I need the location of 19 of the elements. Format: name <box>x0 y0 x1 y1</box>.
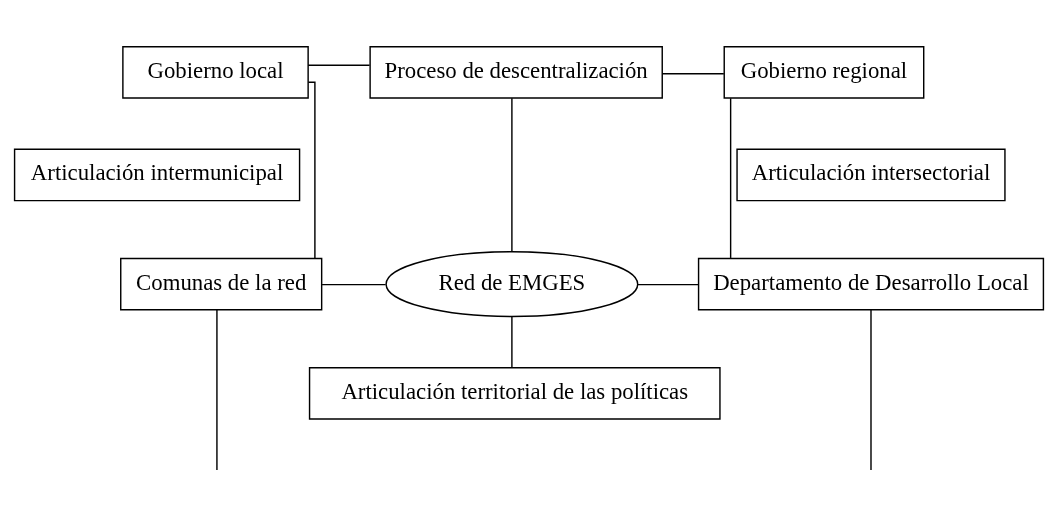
node-box: Comunas de la red <box>120 257 323 310</box>
connector <box>321 283 387 285</box>
connector <box>729 97 732 259</box>
node-ellipse: Red de EMGES <box>385 250 639 317</box>
connector <box>307 81 316 259</box>
connector <box>511 315 513 368</box>
connector <box>637 283 700 285</box>
connector <box>511 97 513 252</box>
node-box: Gobierno local <box>122 45 309 99</box>
node-box: Departamento de Desarrollo Local <box>697 257 1045 310</box>
node-box: Articulación intermunicipal <box>13 148 301 201</box>
node-box: Proceso de descentralización <box>369 45 663 99</box>
node-box: Articulación territorial de las políticas <box>308 366 721 420</box>
node-box: Gobierno regional <box>723 45 925 99</box>
connector <box>870 308 872 471</box>
node-box: Articulación intersectorial <box>736 148 1006 201</box>
connector <box>307 63 371 66</box>
connector <box>216 308 218 471</box>
connector <box>661 72 725 74</box>
